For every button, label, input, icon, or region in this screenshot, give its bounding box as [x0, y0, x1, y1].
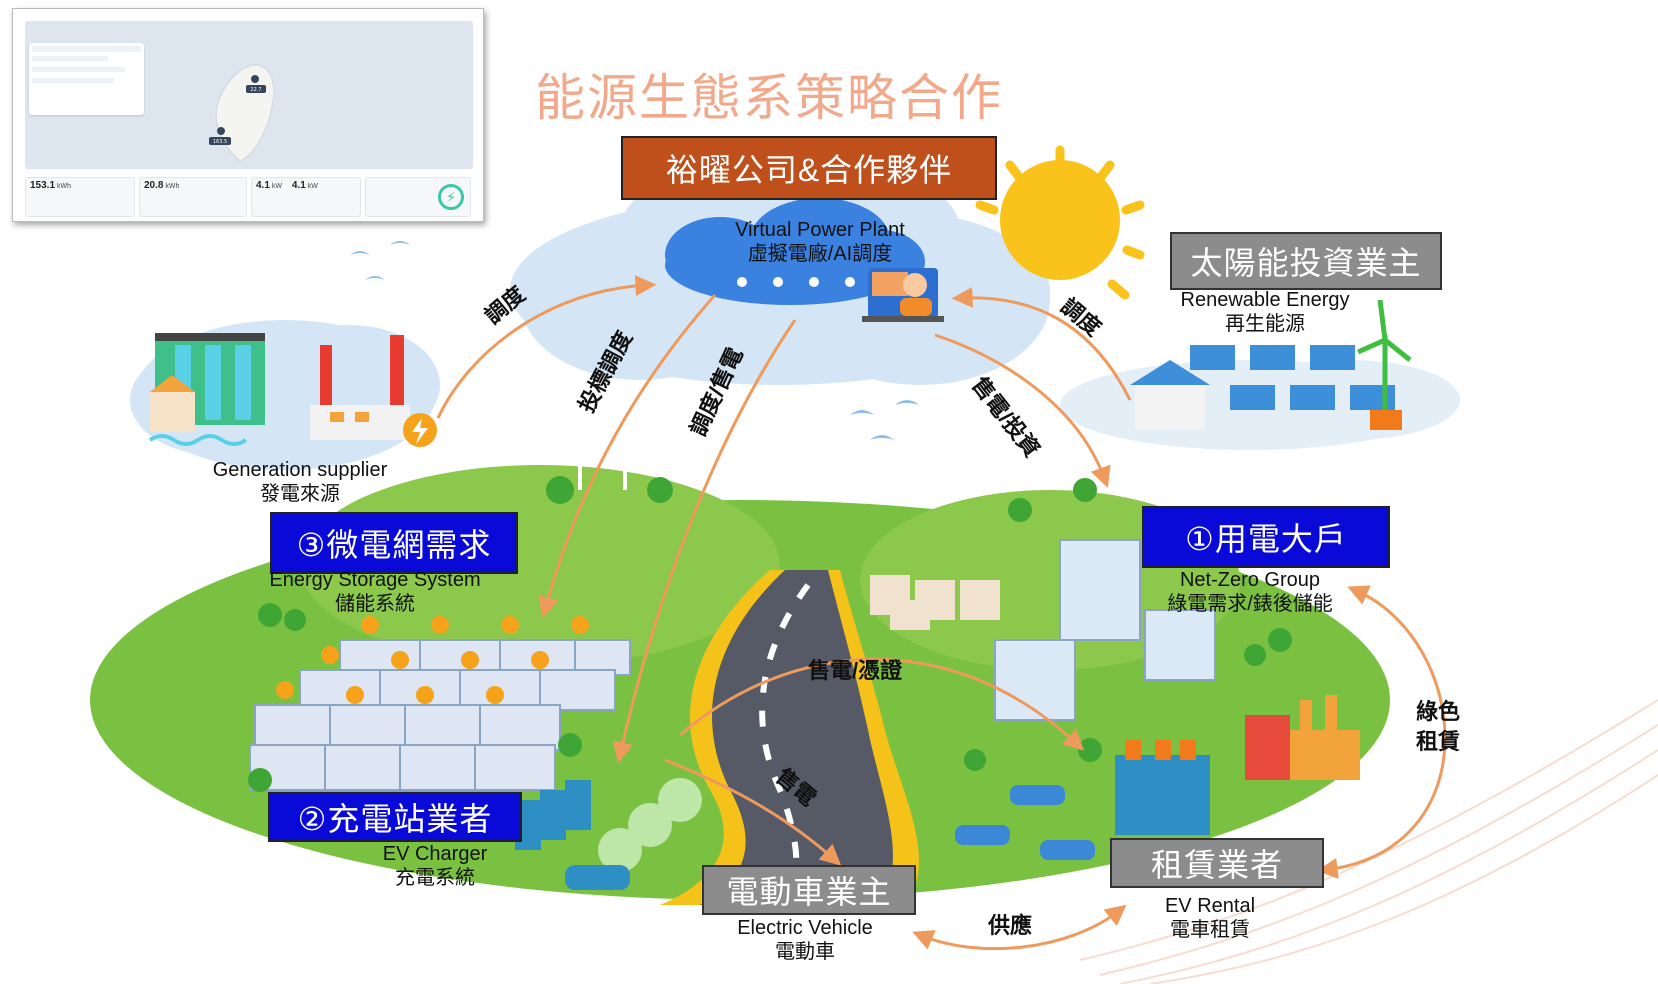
netzero-caption: Net-Zero Group 綠電需求/錶後儲能: [1150, 568, 1350, 616]
renewable-caption: Renewable Energy 再生能源: [1160, 288, 1370, 336]
metric-unit-4: kW: [307, 183, 318, 190]
site-list-panel: [29, 43, 144, 115]
road: [660, 570, 919, 907]
flow-arrows: [436, 275, 1447, 951]
arrow-label-supply: 供應: [988, 913, 1033, 938]
metric-card-3: 4.1 kW 4.1 kW: [251, 177, 361, 217]
rental-caption-zh: 電車租賃: [1170, 919, 1250, 941]
storage-bolt-icons: [276, 616, 589, 704]
metric-value-2: 20.8: [144, 180, 164, 191]
microgrid-box: ③微電網需求: [270, 512, 518, 574]
renewable-caption-en: Renewable Energy: [1180, 289, 1350, 311]
generation-caption-zh: 發電來源: [260, 483, 340, 505]
metric-unit-1: kWh: [56, 183, 71, 190]
rental-caption: EV Rental 電車租賃: [1145, 894, 1275, 942]
generation-caption: Generation supplier 發電來源: [190, 458, 410, 506]
charger-box: ②充電站業者: [268, 792, 522, 842]
ev-caption-en: Electric Vehicle: [737, 917, 873, 939]
storage-caption-zh: 儲能系統: [335, 593, 415, 615]
map-marker-central[interactable]: [217, 127, 225, 135]
metric-value-3: 4.1: [256, 180, 270, 191]
storage-caption-en: Energy Storage System: [269, 569, 481, 591]
birds: [350, 241, 919, 440]
marker-label-central: 163.5: [213, 139, 227, 145]
arrow-label-green-rental: 綠色租賃: [1415, 699, 1460, 754]
vpp-cloud-shape: [510, 155, 1050, 385]
charger-caption-en: EV Charger: [382, 843, 488, 865]
marker-label-north: 22.7: [250, 87, 261, 93]
storage-caption: Energy Storage System 儲能系統: [255, 568, 495, 616]
electric-cars: [955, 785, 1095, 860]
metric-value-4: 4.1: [291, 180, 306, 191]
dashboard-thumbnail: 22.7 163.5 153.1 kWh 20.8 kWh 4.1 kW 4.1…: [12, 8, 484, 222]
arrow-label-sell-cert: 售電/憑證: [808, 658, 903, 683]
map-marker-north[interactable]: [251, 75, 259, 83]
rental-caption-en: EV Rental: [1164, 895, 1256, 917]
trees: [248, 476, 1292, 792]
storage-units: [249, 639, 631, 791]
city-buildings: [870, 539, 1360, 835]
cloud-label-en: Virtual Power Plant: [735, 219, 905, 241]
bolt-icon: ⚡: [438, 184, 464, 210]
metric-card-5: ⚡: [365, 177, 471, 217]
cloud-label-zh: 虛擬電廠/AI調度: [747, 243, 893, 265]
charger-caption: EV Charger 充電系統: [370, 842, 500, 890]
renewable-caption-zh: 再生能源: [1225, 313, 1305, 335]
renewable-farm-illustration: [1060, 299, 1460, 450]
metric-card-1: 153.1 kWh: [25, 177, 135, 217]
netzero-caption-zh: 綠電需求/錶後儲能: [1167, 593, 1333, 615]
solar-investor-box: 太陽能投資業主: [1170, 232, 1442, 290]
generation-caption-en: Generation supplier: [212, 459, 388, 481]
cloud-label: Virtual Power Plant 虛擬電廠/AI調度: [700, 218, 940, 266]
netzero-caption-en: Net-Zero Group: [1179, 569, 1321, 591]
taiwan-map: 22.7 163.5: [209, 64, 275, 162]
charger-caption-zh: 充電系統: [395, 867, 475, 889]
metric-card-2: 20.8 kWh: [139, 177, 247, 217]
metric-value-1: 153.1: [30, 180, 56, 191]
metric-unit-3: kW: [271, 183, 282, 190]
partner-box: 裕曜公司&合作夥伴: [621, 136, 997, 200]
page-title: 能源生態系策略合作: [535, 69, 1003, 127]
ev-caption-zh: 電動車: [775, 941, 835, 963]
metric-unit-2: kWh: [165, 183, 180, 190]
ev-owner-box: 電動車業主: [702, 865, 916, 915]
large-user-box: ①用電大戶: [1142, 506, 1390, 568]
generation-plant-illustration: [130, 320, 440, 470]
rental-box: 租賃業者: [1110, 838, 1324, 888]
ev-caption: Electric Vehicle 電動車: [720, 916, 890, 964]
ev-chargers: [515, 778, 702, 890]
sun-illustration: [975, 145, 1145, 300]
